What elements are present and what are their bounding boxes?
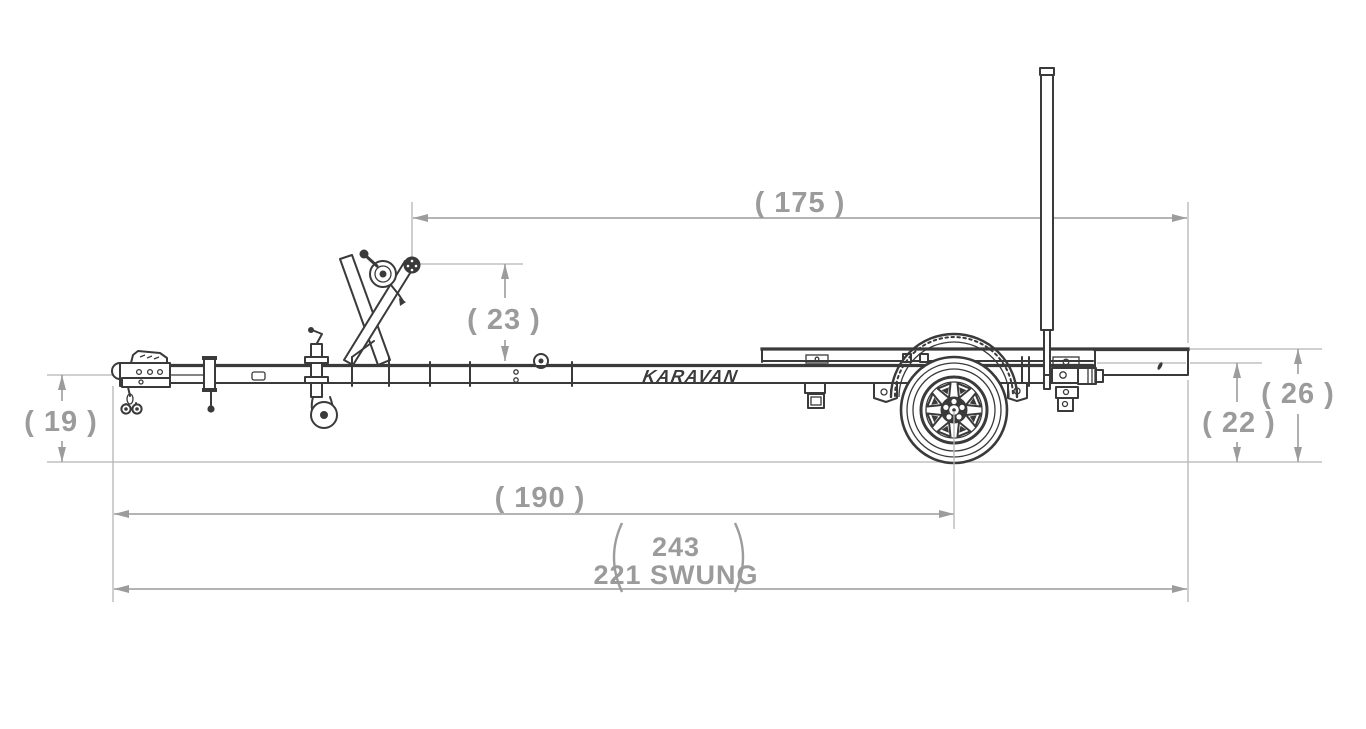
dim-26-label: ( 26 ) — [1261, 378, 1335, 410]
dimension-23: ( 23 ) — [467, 264, 541, 361]
safety-chains — [120, 386, 143, 415]
dim-175-label: ( 175 ) — [755, 187, 846, 219]
winch-stand — [339, 249, 421, 387]
swing-tongue-hinge — [202, 356, 217, 413]
reference-lines — [47, 202, 1322, 602]
dim-221-swung-label: 221 SWUNG — [593, 560, 758, 590]
wheel-hub — [940, 396, 968, 424]
dim-243-label: 243 — [652, 532, 700, 562]
rear-frame-end — [1093, 347, 1190, 376]
dimension-26: ( 26 ) — [1261, 349, 1335, 462]
keel-roller-bracket — [804, 382, 826, 409]
fender — [889, 332, 1019, 399]
keel-roller-mid — [532, 353, 550, 369]
dim-22-label: ( 22 ) — [1202, 407, 1276, 439]
bow-roller — [403, 256, 421, 274]
big-paren-open — [612, 522, 624, 593]
dim-19-label: ( 19 ) — [24, 406, 98, 438]
big-paren-close — [733, 522, 745, 593]
dimension-19: ( 19 ) — [24, 375, 98, 462]
brand-logo: KARAVAN — [641, 366, 740, 386]
tail-light-assembly — [1051, 356, 1104, 412]
guide-pole — [1039, 67, 1055, 390]
dimension-243-221: 243 221 SWUNG — [114, 522, 1187, 593]
wheel-spoke-holes — [926, 382, 982, 438]
coupler — [111, 350, 171, 388]
dim-23-label: ( 23 ) — [467, 304, 541, 336]
winch — [359, 249, 406, 306]
dimension-175: ( 175 ) — [413, 187, 1187, 222]
winch-handle-knob — [359, 249, 369, 259]
dimension-190: ( 190 ) — [114, 482, 954, 518]
tongue-jack — [304, 327, 338, 429]
dimension-22: ( 22 ) — [1202, 363, 1276, 462]
dim-190-label: ( 190 ) — [495, 482, 586, 514]
